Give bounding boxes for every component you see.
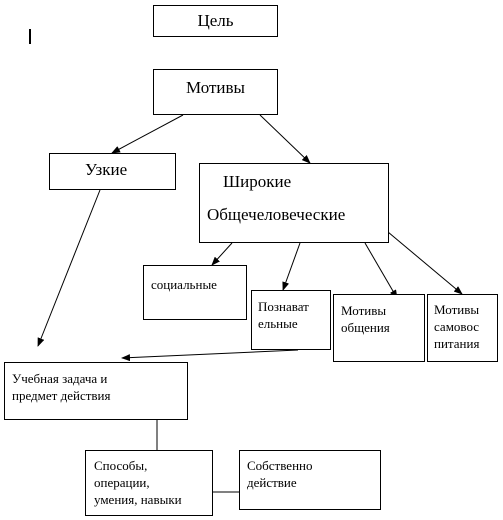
wide-motives-box: Широкие Общечеловеческие [199, 163, 389, 243]
goal-box: Цель [153, 5, 278, 37]
wide-label-line1: Широкие [223, 172, 292, 191]
selfeducation-motives-box: Мотивы самовос питания [427, 294, 498, 362]
learning-task-box: Учебная задача и предмет действия [4, 362, 188, 420]
arrow-wide-to-selfeducation [387, 231, 463, 295]
text-cursor [29, 29, 31, 44]
narrow-label: Узкие [85, 160, 128, 179]
arrow-motives-to-wide [259, 114, 311, 164]
social-motives-box: социальные [143, 265, 247, 320]
communication-motives-box: Мотивы общения [333, 294, 425, 362]
arrow-motives-to-narrow [111, 114, 184, 154]
motives-label: Мотивы [186, 78, 245, 97]
methods-label: Способы, операции, умения, навыки [94, 458, 182, 507]
arrow-cognitive-to-task [121, 349, 299, 362]
communication-label: Мотивы общения [341, 303, 390, 335]
cognitive-label: Познават ельные [258, 299, 309, 331]
cognitive-motives-box: Познават ельные [251, 290, 331, 350]
arrow-wide-to-cognitive [282, 242, 301, 291]
arrow-wide-to-communication [364, 242, 398, 299]
arrow-narrow-to-task [37, 189, 101, 347]
selfeducation-label: Мотивы самовос питания [434, 302, 480, 351]
action-label: Собственно действие [247, 458, 313, 490]
arrow-wide-to-social [211, 242, 233, 266]
action-box: Собственно действие [239, 450, 381, 510]
learning-task-label: Учебная задача и предмет действия [12, 371, 111, 403]
social-label: социальные [151, 277, 217, 292]
methods-box: Способы, операции, умения, навыки [85, 450, 213, 516]
wide-label-line2: Общечеловеческие [207, 205, 346, 224]
goal-label: Цель [197, 11, 234, 30]
motives-box: Мотивы [153, 69, 278, 115]
narrow-motives-box: Узкие [49, 153, 176, 190]
